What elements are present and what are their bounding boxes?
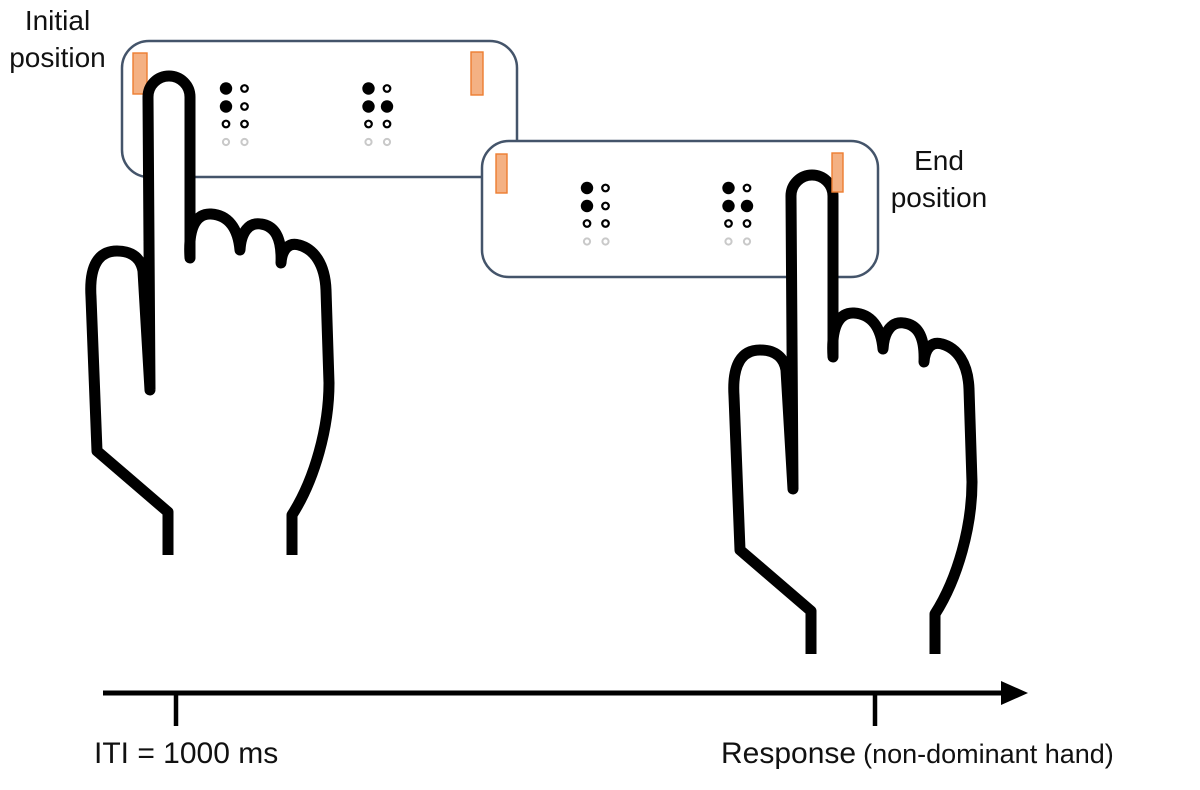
braille-dot-faint [724, 237, 733, 246]
braille-dot-open [742, 219, 752, 228]
end-panel-body [480, 139, 880, 279]
end-panel-marker-right [831, 152, 844, 193]
braille-dot-open [582, 219, 592, 228]
braille-dot-faint [601, 237, 610, 246]
braille-cell [722, 181, 754, 246]
braille-dot-open [240, 84, 249, 93]
braille-dot-faint [240, 137, 249, 147]
initial-panel-marker-right [470, 51, 484, 96]
timeline-arrowhead-icon [1001, 681, 1028, 705]
braille-dot-open [601, 201, 610, 211]
braille-dot-open [382, 84, 392, 93]
response-label-sub: (non-dominant hand) [863, 739, 1114, 769]
braille-dot-open [364, 119, 373, 129]
braille-cell [362, 82, 394, 147]
initial-braille-display-panel [120, 39, 519, 179]
iti-label: ITI = 1000 ms [94, 737, 279, 770]
right-hand-pointing-icon [728, 169, 978, 654]
braille-dot-faint [582, 237, 592, 246]
end-position-label: End position [884, 142, 994, 216]
braille-dot-filled [722, 199, 735, 213]
braille-dot-filled [580, 181, 594, 195]
braille-dot-filled [580, 199, 594, 213]
timeline-axis [103, 681, 1028, 726]
braille-dot-open [221, 119, 231, 129]
braille-dot-faint [742, 237, 752, 246]
braille-dot-open [382, 119, 392, 129]
end-position-label-line2: position [890, 182, 988, 213]
braille-dot-filled [219, 100, 233, 113]
end-braille-display-panel [480, 139, 880, 279]
response-label-main: Response [721, 737, 857, 770]
left-hand-pointing-icon [85, 70, 335, 555]
initial-position-label-line2: position [9, 42, 106, 73]
end-panel-marker-left [495, 153, 508, 194]
braille-dot-open [601, 183, 610, 193]
braille-cell [580, 181, 610, 246]
initial-position-label: Initial position [5, 2, 110, 76]
response-label: Response(non-dominant hand) [721, 737, 1114, 771]
braille-dot-filled [740, 199, 754, 213]
braille-cell [219, 82, 249, 147]
initial-panel-body [120, 39, 519, 179]
braille-dot-filled [219, 82, 233, 95]
braille-dot-filled [362, 82, 375, 95]
initial-position-label-line1: Initial [24, 5, 91, 36]
braille-dot-faint [364, 137, 373, 147]
braille-dots-layer [219, 82, 754, 246]
braille-dot-open [601, 219, 610, 228]
braille-dot-open [240, 119, 249, 129]
braille-dot-filled [380, 100, 394, 113]
initial-panel-marker-left [132, 52, 148, 95]
braille-dot-filled [362, 100, 375, 113]
braille-dot-faint [382, 137, 392, 147]
braille-dot-faint [221, 137, 231, 147]
braille-dot-open [240, 102, 249, 111]
end-position-label-line1: End [914, 145, 964, 176]
braille-dot-filled [722, 181, 735, 195]
braille-dot-open [724, 219, 733, 228]
braille-dot-open [742, 183, 752, 193]
